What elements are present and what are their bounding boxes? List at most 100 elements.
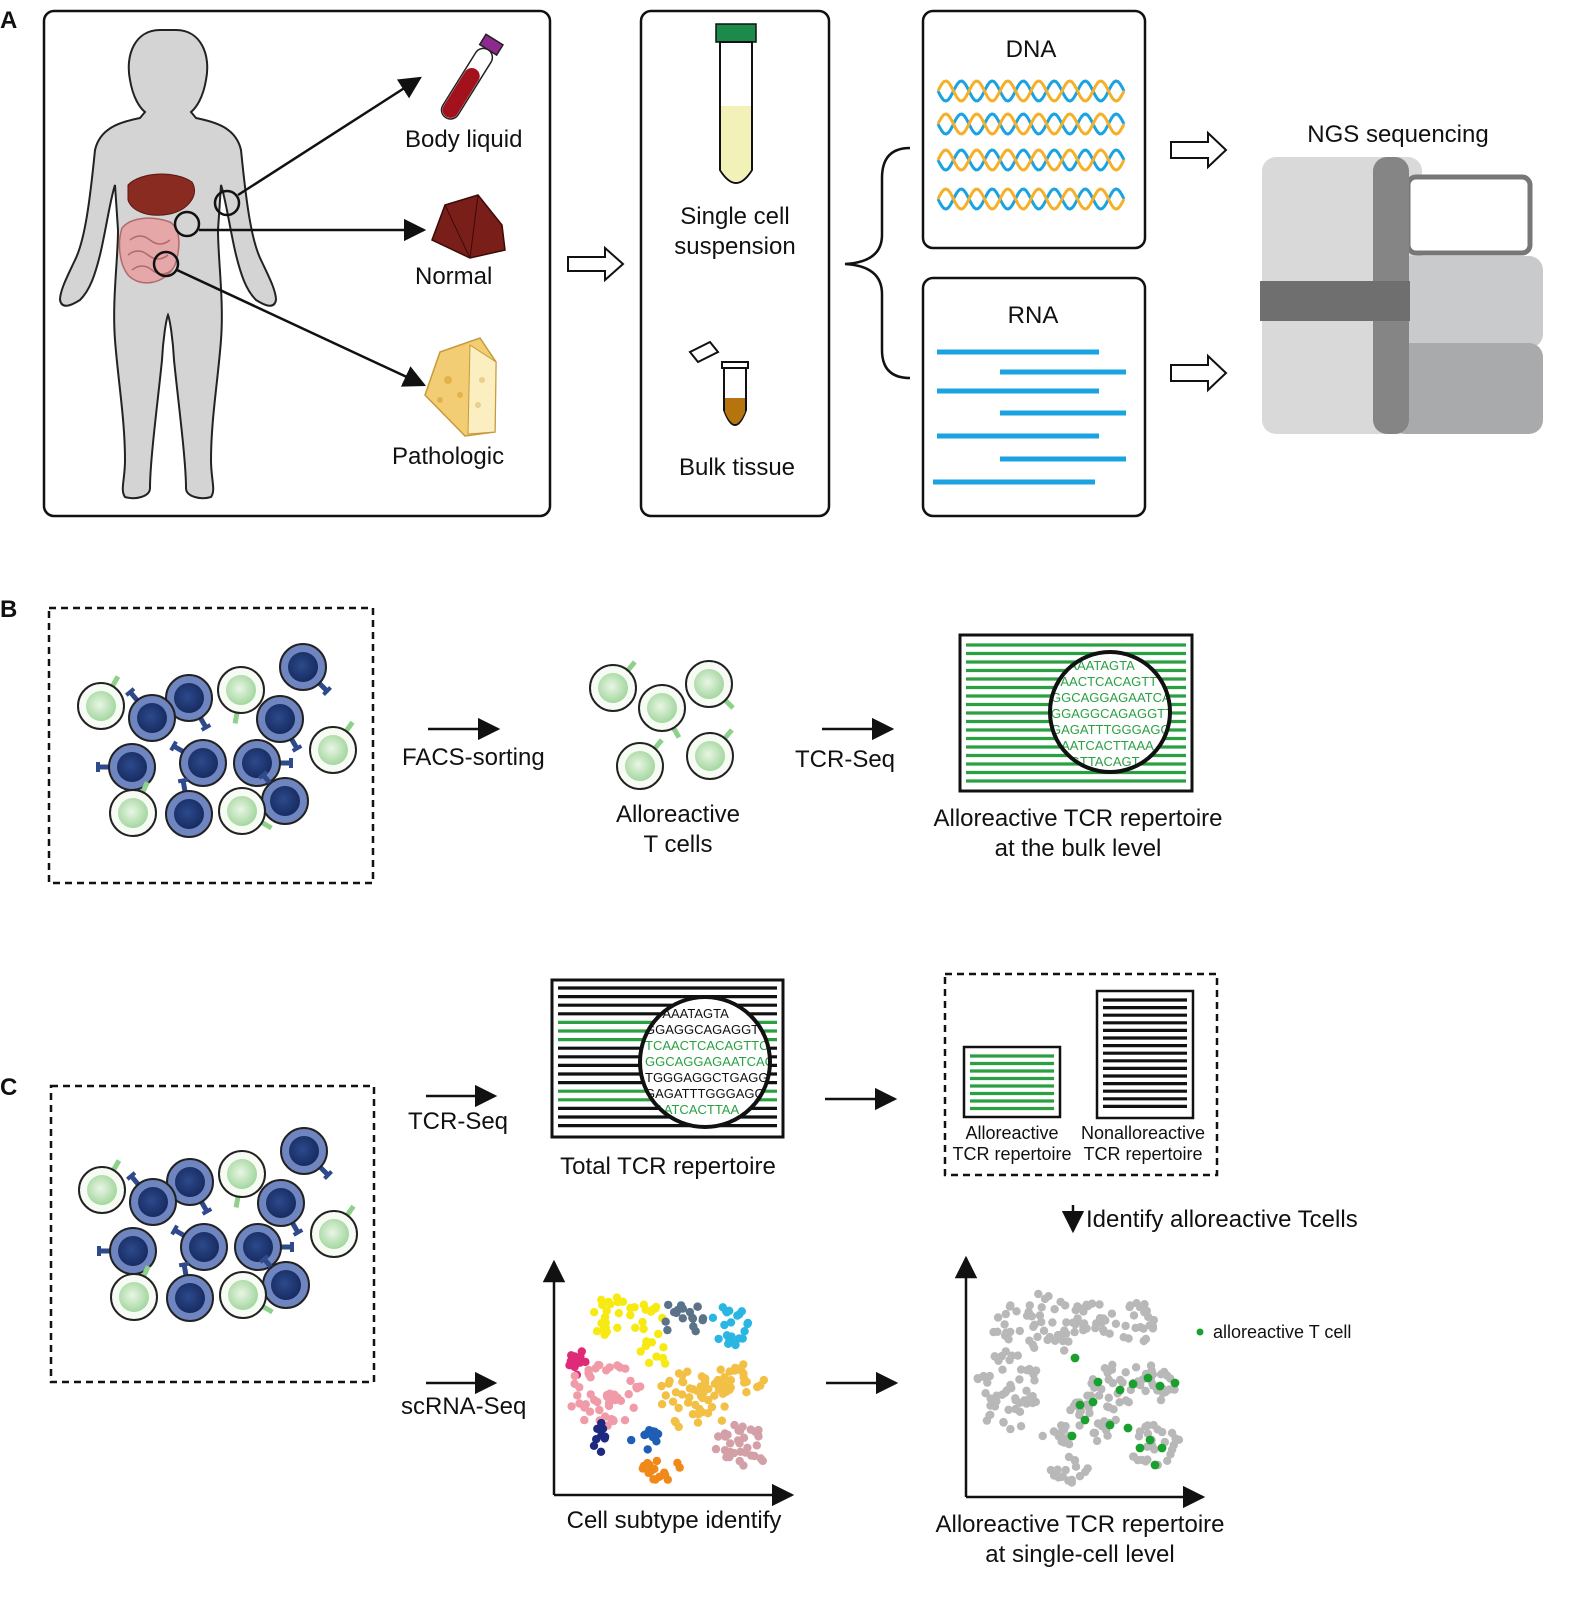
label-pathologic: Pathologic	[392, 443, 504, 470]
pink-cluster-point	[629, 1403, 638, 1413]
cyan-cluster-point	[714, 1334, 723, 1344]
grey-cell-point	[1103, 1402, 1112, 1411]
gold-cluster-point	[677, 1390, 687, 1399]
blue-t-cell	[169, 739, 227, 787]
grey-cell-point	[1140, 1300, 1149, 1309]
rose-cluster-point	[743, 1443, 752, 1453]
grey-cell-point	[1097, 1422, 1107, 1431]
grey-cell-point	[1107, 1309, 1117, 1318]
gold-cluster-point	[674, 1403, 683, 1413]
pink-cluster-point	[604, 1398, 614, 1408]
blood-tube-icon	[440, 33, 505, 120]
grey-cell-point	[1141, 1386, 1150, 1396]
grey-cell-point	[1125, 1302, 1134, 1312]
hollow-arrow-icon	[567, 245, 625, 283]
yellow-cluster-point	[636, 1347, 645, 1356]
grey-cell-point	[1045, 1332, 1055, 1342]
grey-cell-point	[1057, 1421, 1066, 1430]
grey-cell-point	[1129, 1452, 1139, 1461]
blue-t-cell	[258, 770, 309, 825]
gold-cluster-point	[725, 1367, 734, 1376]
grey-cell-point	[1124, 1334, 1133, 1343]
gold-cluster-point	[679, 1378, 688, 1387]
grey-cell-point	[993, 1313, 1003, 1322]
pink-cluster-point	[605, 1363, 614, 1372]
green-t-cell	[686, 728, 734, 780]
alloreactive-highlight-plot	[973, 1289, 1184, 1487]
grey-cell-point	[986, 1401, 995, 1410]
rose-cluster-point	[752, 1441, 761, 1450]
grey-cell-point	[1046, 1465, 1056, 1475]
label-identify: Identify alloreactive Tcells	[1086, 1206, 1358, 1233]
blue-t-cell	[96, 743, 156, 791]
grey-cell-point	[1111, 1415, 1120, 1425]
grey-cell-point	[1037, 1317, 1046, 1327]
yellow-cluster-point	[602, 1306, 611, 1316]
grey-cell-point	[1015, 1326, 1024, 1336]
grey-cell-point	[1131, 1363, 1141, 1372]
grey-cell-point	[981, 1389, 990, 1398]
blue-t-cell	[280, 1127, 333, 1180]
grey-cell-point	[998, 1365, 1007, 1374]
grey-cell-point	[1033, 1332, 1042, 1342]
grey-cell-point	[1040, 1294, 1050, 1304]
cyan-cluster-point	[727, 1332, 736, 1341]
grey-cell-point	[1002, 1328, 1011, 1337]
alloreactive-cell-point	[1067, 1431, 1077, 1441]
gold-cluster-point	[712, 1378, 722, 1388]
grey-cell-point	[1007, 1383, 1016, 1393]
label-normal: Normal	[415, 263, 492, 290]
grey-cell-point	[1094, 1391, 1104, 1400]
green-t-cell	[685, 660, 735, 710]
dna-strand	[936, 148, 1126, 172]
gold-cluster-point	[664, 1379, 673, 1388]
label-single-cell-2: suspension	[674, 233, 795, 260]
gold-cluster-point	[726, 1383, 735, 1392]
green-t-cell	[218, 787, 273, 835]
green-t-cell	[110, 1265, 158, 1321]
yellow-cluster-point	[597, 1295, 606, 1305]
alloreactive-cell-point	[1093, 1377, 1103, 1387]
rose-cluster-point	[711, 1444, 721, 1454]
grey-cell-point	[1139, 1324, 1148, 1333]
grey-cell-point	[1079, 1319, 1089, 1328]
label-facs: FACS-sorting	[402, 744, 545, 771]
magenta-cluster-point	[566, 1357, 575, 1366]
blue-t-cell	[166, 1158, 214, 1216]
pink-cluster-point	[585, 1407, 595, 1416]
sequence-text: TGGGAGGCTGAGG	[645, 1070, 769, 1085]
grey-cell-point	[1103, 1431, 1112, 1440]
ngs-sequencer-icon	[1260, 157, 1543, 434]
magnifier-lens	[1048, 650, 1172, 774]
alloreactive-repertoire-block	[962, 1045, 1062, 1119]
green-t-cell	[218, 1150, 266, 1208]
pink-cluster-point	[616, 1396, 626, 1406]
grey-cell-point	[1058, 1336, 1068, 1346]
blue-cluster-point	[643, 1445, 652, 1454]
grey-cell-point	[1148, 1324, 1158, 1333]
grey-cell-point	[1012, 1307, 1021, 1316]
grey-cell-point	[1097, 1384, 1106, 1394]
gold-cluster-point	[693, 1418, 703, 1427]
grey-cell-point	[1054, 1432, 1064, 1441]
label-ngs: NGS sequencing	[1307, 121, 1488, 148]
sequence-text: GGCAGGAGAATCA	[1051, 690, 1171, 705]
grey-cell-point	[1034, 1289, 1043, 1299]
alloreactive-cell-point	[1135, 1443, 1145, 1453]
grey-cell-point	[1050, 1305, 1059, 1314]
sequence-text: GAATCACTTAAA	[1051, 738, 1154, 753]
gold-cluster-point	[691, 1400, 700, 1410]
gold-cluster-point	[685, 1393, 694, 1402]
grey-cell-point	[1048, 1318, 1057, 1327]
navy-cluster-point	[589, 1441, 599, 1451]
yellow-cluster-point	[638, 1317, 647, 1327]
rna-strands	[933, 349, 1126, 485]
hollow-arrow-icon	[1170, 353, 1228, 393]
alloreactive-cell-point	[1150, 1460, 1160, 1470]
yellow-cluster-point	[641, 1341, 651, 1351]
pink-cluster-point	[610, 1390, 619, 1399]
pink-cluster-point	[591, 1364, 600, 1373]
grey-cell-point	[1038, 1431, 1047, 1441]
gold-cluster-point	[688, 1410, 698, 1419]
pink-cluster-point	[607, 1414, 616, 1424]
